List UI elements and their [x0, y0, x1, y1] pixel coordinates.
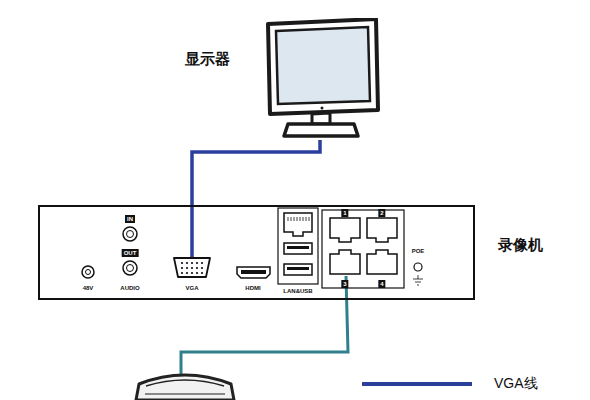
port-label: LAN&USB: [283, 288, 312, 294]
vga-pin: [201, 267, 203, 269]
port-number: 1: [341, 209, 348, 217]
monitor-bezel: [268, 19, 378, 114]
usb-port: [284, 243, 312, 254]
vga-pin: [196, 267, 198, 269]
legend-text: VGA线: [494, 375, 538, 393]
video-recorder: 录像机VGAINOUTAUDIO48VHDMILAN&USB1234POE: [38, 205, 475, 300]
poe-panel: [322, 210, 404, 288]
port-label: IN: [125, 215, 135, 223]
vga-pin: [196, 262, 198, 264]
vga-port-drawing: [171, 256, 213, 280]
vga-pin: [186, 262, 188, 264]
network-cable: [181, 276, 348, 378]
port-number: 2: [378, 209, 385, 217]
vga-pin: [191, 272, 193, 274]
usb-port-tongue: [287, 246, 309, 249]
port-number: 4: [378, 280, 385, 288]
monitor: 显示器: [262, 18, 382, 140]
port-label: VGA: [185, 285, 198, 291]
power-jack: [82, 266, 94, 278]
usb-port-tongue: [287, 267, 309, 270]
port-label: 48V: [83, 285, 94, 291]
vga-pin: [201, 262, 203, 264]
vga-cable: [192, 140, 320, 258]
device-label: 显示器: [185, 50, 230, 69]
lan-port-pins: [288, 217, 309, 221]
vga-shell: [174, 258, 210, 277]
legend-line: [362, 382, 472, 386]
ground-symbol: [413, 275, 423, 285]
poe-ports: [330, 218, 397, 274]
vga-pin: [196, 272, 198, 274]
port-number: 3: [341, 280, 348, 288]
monitor-drawing: [262, 18, 382, 140]
port-label: POE: [412, 248, 425, 254]
hdmi-port: [237, 267, 270, 278]
dome-camera: [136, 375, 234, 400]
monitor-screen: [276, 27, 370, 104]
port-label: AUDIO: [120, 285, 139, 291]
vga-pin: [186, 272, 188, 274]
lan-usb-panel: [278, 208, 318, 284]
vga-pin: [181, 272, 183, 274]
port-label: OUT: [122, 249, 139, 257]
ground-screw: [414, 263, 422, 271]
hdmi-port-inner: [241, 270, 266, 274]
usb-port: [284, 264, 312, 275]
vga-pin: [191, 262, 193, 264]
lan-port: [284, 213, 312, 236]
power-led: [321, 107, 324, 110]
vga-pin: [201, 272, 203, 274]
vga-pin: [181, 262, 183, 264]
monitor-base: [284, 124, 358, 136]
vga-pin: [191, 267, 193, 269]
vga-port: VGA: [171, 256, 213, 294]
port-label: HDMI: [245, 285, 260, 291]
vga-pin: [181, 267, 183, 269]
device-label: 录像机: [498, 236, 543, 255]
vga-pin: [186, 267, 188, 269]
